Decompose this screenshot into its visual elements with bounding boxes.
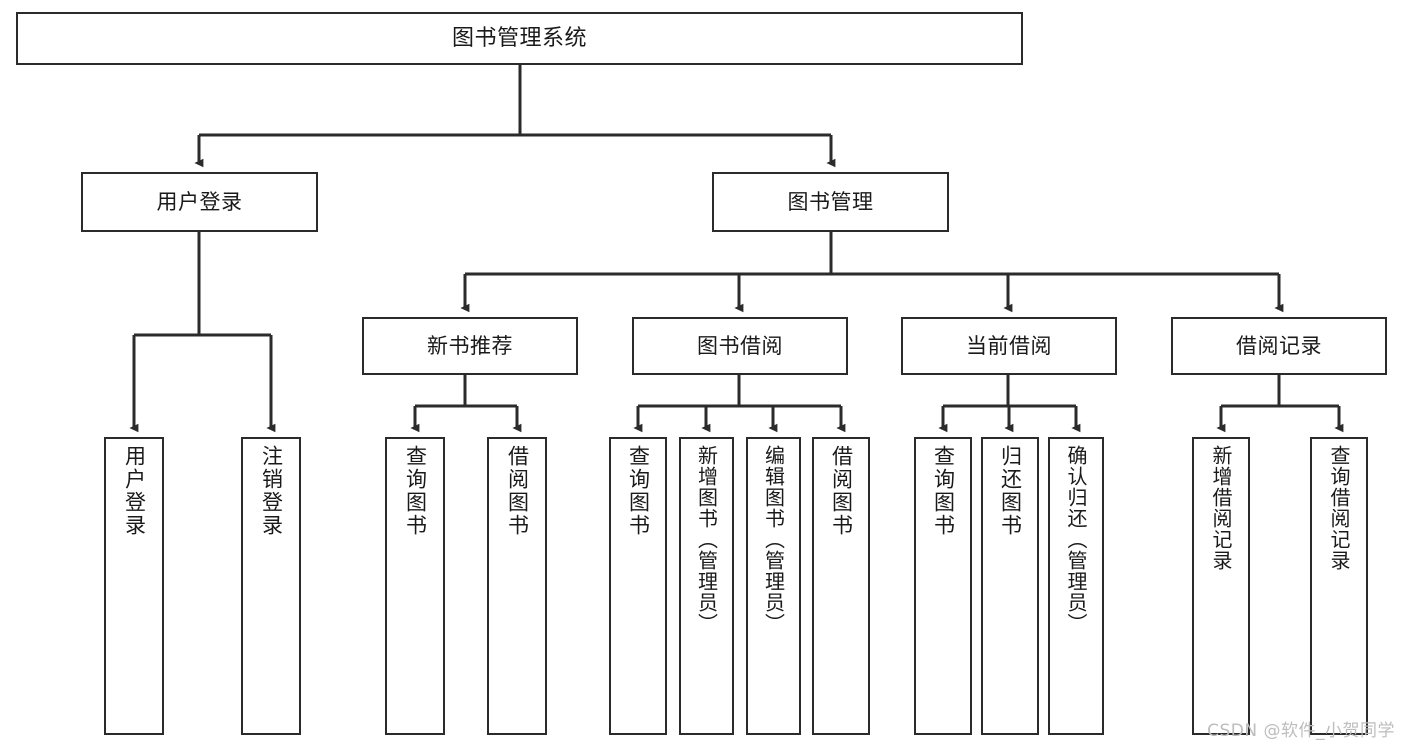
node-borrow-record-label: 借阅记录 [1236,333,1322,358]
node-leaf-edit-book-label: 编辑图书（管理员） [761,445,786,634]
node-root[interactable]: 图书管理系统 [16,12,1023,65]
node-leaf-edit-book[interactable]: 编辑图书（管理员） [746,437,801,735]
node-user-login-label: 用户登录 [156,189,243,214]
node-leaf-borrow-book-2-label: 借阅图书 [829,445,854,537]
node-book-borrow-label: 图书借阅 [697,333,783,358]
node-leaf-query-record[interactable]: 查询借阅记录 [1310,437,1368,735]
node-new-book-recommend-label: 新书推荐 [427,333,513,358]
node-leaf-query-book-1[interactable]: 查询图书 [385,437,445,735]
node-leaf-return-book-label: 归还图书 [998,445,1023,537]
node-book-management-label: 图书管理 [787,189,874,214]
node-leaf-borrow-book-2[interactable]: 借阅图书 [812,437,870,735]
csdn-watermark: CSDN @软件_小贺同学 [1207,721,1395,741]
node-leaf-borrow-book-1-label: 借阅图书 [505,445,530,537]
node-leaf-query-book-2-label: 查询图书 [626,445,651,537]
node-leaf-logout[interactable]: 注销登录 [241,437,301,735]
node-new-book-recommend[interactable]: 新书推荐 [362,317,578,375]
node-book-borrow[interactable]: 图书借阅 [632,317,848,375]
node-leaf-user-login[interactable]: 用户登录 [104,437,164,735]
node-leaf-borrow-book-1[interactable]: 借阅图书 [487,437,547,735]
node-leaf-add-record[interactable]: 新增借阅记录 [1192,437,1250,735]
node-leaf-query-record-label: 查询借阅记录 [1327,445,1351,571]
node-leaf-return-book[interactable]: 归还图书 [981,437,1039,735]
node-leaf-add-record-label: 新增借阅记录 [1209,445,1233,571]
node-user-login[interactable]: 用户登录 [81,172,318,232]
node-leaf-query-book-1-label: 查询图书 [403,445,428,537]
node-root-label: 图书管理系统 [451,25,587,51]
node-current-borrow[interactable]: 当前借阅 [901,317,1117,375]
node-leaf-logout-label: 注销登录 [259,445,284,537]
node-leaf-confirm-return-label: 确认归还（管理员） [1064,445,1088,634]
node-leaf-add-book[interactable]: 新增图书（管理员） [679,437,734,735]
node-leaf-query-book-3-label: 查询图书 [931,445,956,537]
node-borrow-record[interactable]: 借阅记录 [1171,317,1387,375]
node-leaf-user-login-label: 用户登录 [122,445,147,537]
node-leaf-confirm-return[interactable]: 确认归还（管理员） [1048,437,1104,735]
node-current-borrow-label: 当前借阅 [966,333,1052,358]
node-leaf-query-book-3[interactable]: 查询图书 [914,437,972,735]
node-book-management[interactable]: 图书管理 [712,172,949,232]
node-leaf-query-book-2[interactable]: 查询图书 [609,437,667,735]
node-leaf-add-book-label: 新增图书（管理员） [694,445,719,634]
